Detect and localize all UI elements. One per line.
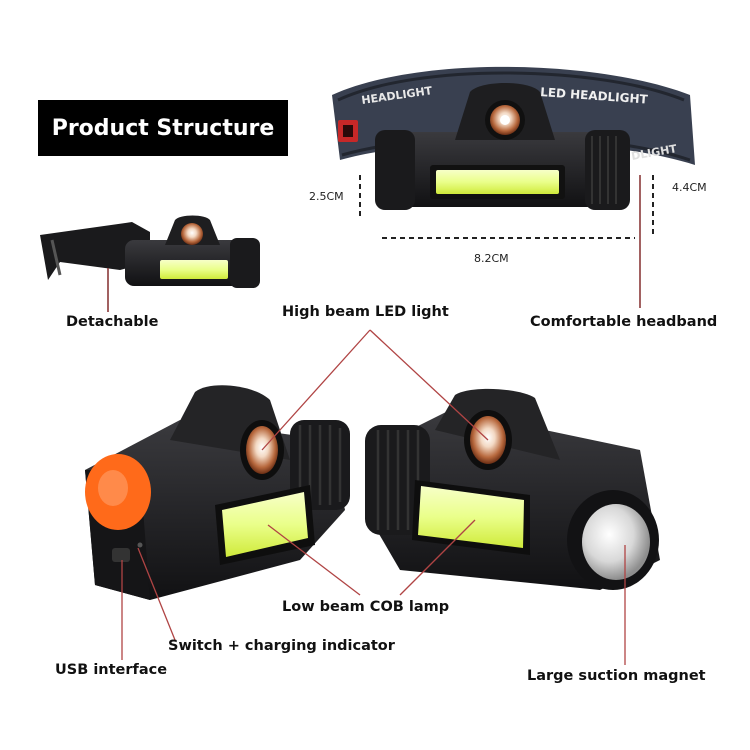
dimension-lines: [359, 175, 654, 239]
headband-lamp-top: [332, 66, 695, 210]
label-low-beam: Low beam COB lamp: [282, 599, 450, 615]
usb-port: [112, 548, 130, 562]
pointer-lines: [121, 329, 626, 665]
label-detachable: Detachable: [66, 314, 159, 330]
label-magnet: Large suction magnet: [527, 668, 706, 684]
label-switch: Switch + charging indicator: [168, 638, 395, 654]
label-headband: Comfortable headband: [530, 314, 718, 330]
dimension-height-small: 2.5CM: [309, 190, 344, 203]
suction-magnet: [582, 504, 650, 580]
label-high-beam: High beam LED light: [282, 304, 449, 320]
cob-strip-top: [436, 170, 559, 194]
page-title: Product Structure: [38, 100, 288, 156]
lamp-right: [365, 388, 660, 590]
cob-strip-left: [222, 492, 308, 557]
lamp-left: [85, 385, 350, 600]
detachable-lamp: [40, 215, 260, 288]
label-usb: USB interface: [55, 662, 168, 678]
detachable-clip: [40, 222, 150, 280]
dimension-height-large: 4.4CM: [672, 181, 707, 194]
switch-indicator: [137, 542, 143, 548]
dimension-width: 8.2CM: [474, 252, 509, 265]
cob-strip-right: [418, 486, 524, 548]
